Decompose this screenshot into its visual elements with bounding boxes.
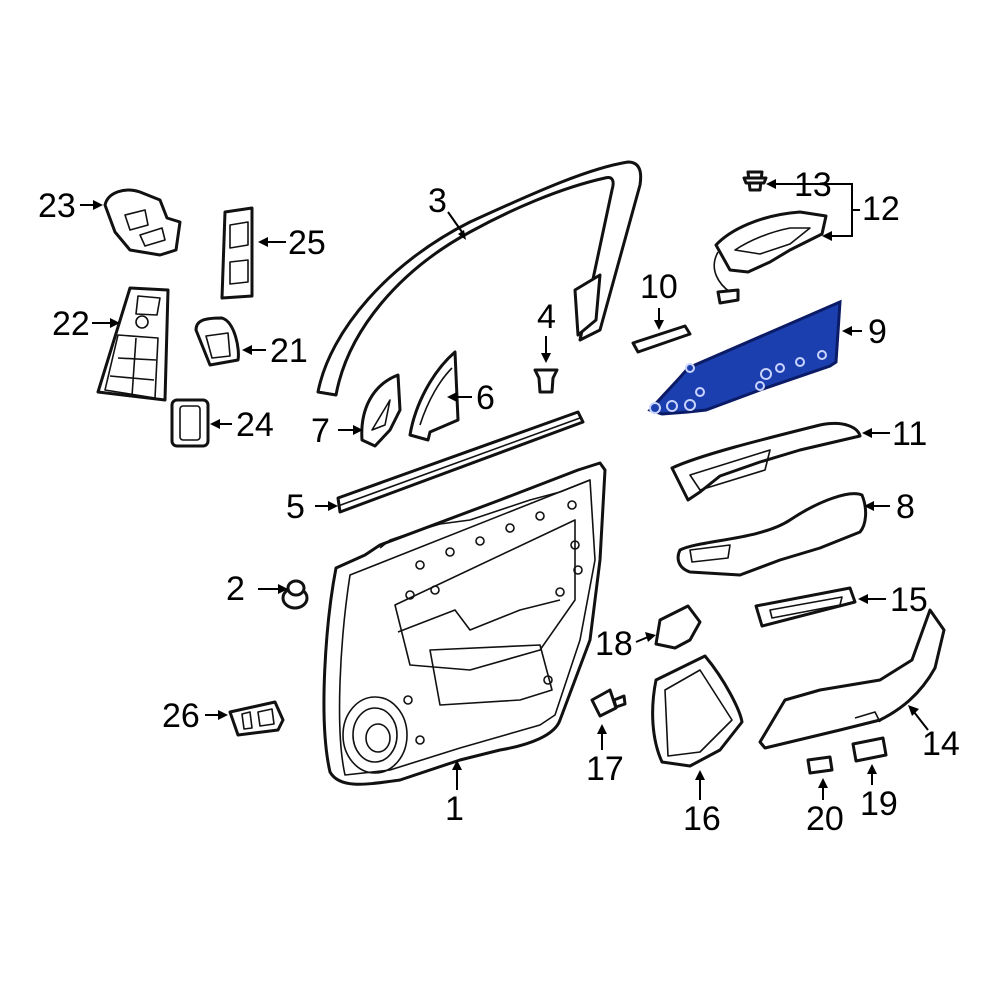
callout-4: 4 — [537, 298, 556, 336]
part-6-corner-trim[interactable] — [408, 350, 460, 442]
part-18-bracket[interactable] — [654, 604, 702, 650]
part-24-switch[interactable] — [170, 398, 210, 448]
part-9-highlighted-panel[interactable] — [647, 299, 842, 416]
callout-21: 21 — [270, 332, 308, 370]
part-14-lower-trim[interactable] — [758, 608, 946, 750]
part-16-speaker-cover[interactable] — [651, 654, 744, 768]
part-2-push-nut[interactable] — [281, 579, 309, 610]
callout-18: 18 — [595, 625, 633, 663]
callout-10: 10 — [640, 268, 678, 306]
part-25-switch-bezel[interactable] — [220, 206, 254, 300]
callout-11: 11 — [892, 415, 927, 453]
part-15-pull-cup[interactable] — [754, 586, 857, 628]
part-21-switch[interactable] — [194, 316, 240, 367]
callout-17: 17 — [586, 750, 624, 788]
part-22-window-switch[interactable] — [96, 286, 170, 402]
callout-13: 13 — [794, 166, 832, 204]
callout-5: 5 — [286, 488, 305, 526]
callout-2: 2 — [226, 570, 245, 608]
callout-16: 16 — [683, 800, 721, 838]
callout-26: 26 — [162, 697, 200, 735]
part-11-armrest-trim[interactable] — [670, 421, 862, 502]
leader-lines — [80, 179, 929, 800]
callout-25: 25 — [288, 224, 326, 262]
callout-1: 1 — [445, 790, 464, 828]
part-23-seat-switch[interactable] — [103, 188, 182, 257]
part-13-bolt[interactable] — [742, 170, 768, 192]
callout-12: 12 — [862, 190, 900, 228]
part-4-clip[interactable] — [533, 368, 559, 394]
callout-23: 23 — [38, 187, 76, 225]
callout-3: 3 — [428, 182, 447, 220]
callout-24: 24 — [236, 406, 274, 444]
part-26-switch[interactable] — [228, 700, 285, 737]
part-10-cover-strip[interactable] — [631, 324, 692, 354]
callout-19: 19 — [860, 785, 898, 823]
callout-22: 22 — [52, 305, 90, 343]
part-5-weatherstrip[interactable] — [336, 410, 585, 514]
part-19-clip[interactable] — [851, 736, 888, 763]
part-1-door-panel[interactable] — [322, 461, 607, 786]
callout-9: 9 — [868, 313, 887, 351]
callout-8: 8 — [896, 488, 915, 526]
part-7-mirror-cover[interactable] — [360, 373, 402, 448]
part-3-window-frame[interactable] — [316, 160, 643, 397]
callout-20: 20 — [806, 800, 844, 838]
part-8-armrest[interactable] — [676, 492, 868, 577]
callout-6: 6 — [476, 379, 495, 417]
callout-7: 7 — [311, 412, 330, 450]
part-20-plug[interactable] — [806, 755, 834, 775]
part-17-clip[interactable] — [590, 688, 627, 718]
part-9-mounting-tabs — [649, 350, 827, 414]
callout-15: 15 — [890, 581, 928, 619]
callout-14: 14 — [922, 725, 960, 763]
part-12-handle-assembly[interactable] — [713, 210, 828, 305]
callout-labels: 1 2 3 4 5 6 7 8 9 10 11 12 13 14 15 16 1… — [38, 166, 960, 838]
